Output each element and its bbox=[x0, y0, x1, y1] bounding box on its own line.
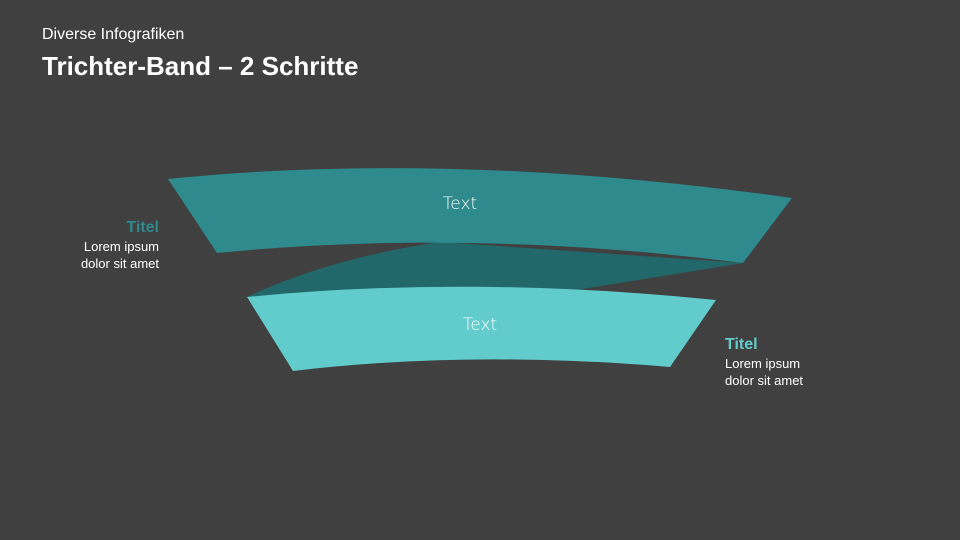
step-1-label: Titel Lorem ipsum dolor sit amet bbox=[81, 218, 159, 272]
slide-title: Trichter-Band – 2 Schritte bbox=[42, 51, 359, 81]
funnel-step-1 bbox=[168, 168, 792, 263]
step-2-label-body: Lorem ipsum bbox=[725, 356, 801, 371]
step-2-label: Titel Lorem ipsum dolor sit amet bbox=[725, 335, 803, 389]
step-1-label-body: Lorem ipsum bbox=[83, 239, 159, 254]
step-2-label-body: dolor sit amet bbox=[725, 373, 804, 388]
step-2-label-title: Titel bbox=[725, 336, 758, 353]
slide-subtitle: Diverse Infografiken bbox=[42, 26, 185, 43]
funnel-step-2 bbox=[247, 286, 716, 371]
funnel-connector bbox=[247, 242, 743, 297]
funnel-step-1-text: Text bbox=[443, 194, 477, 214]
funnel-step-2-text: Text bbox=[463, 315, 497, 335]
step-1-label-body: dolor sit amet bbox=[80, 256, 159, 271]
step-1-label-title: Titel bbox=[126, 219, 159, 236]
